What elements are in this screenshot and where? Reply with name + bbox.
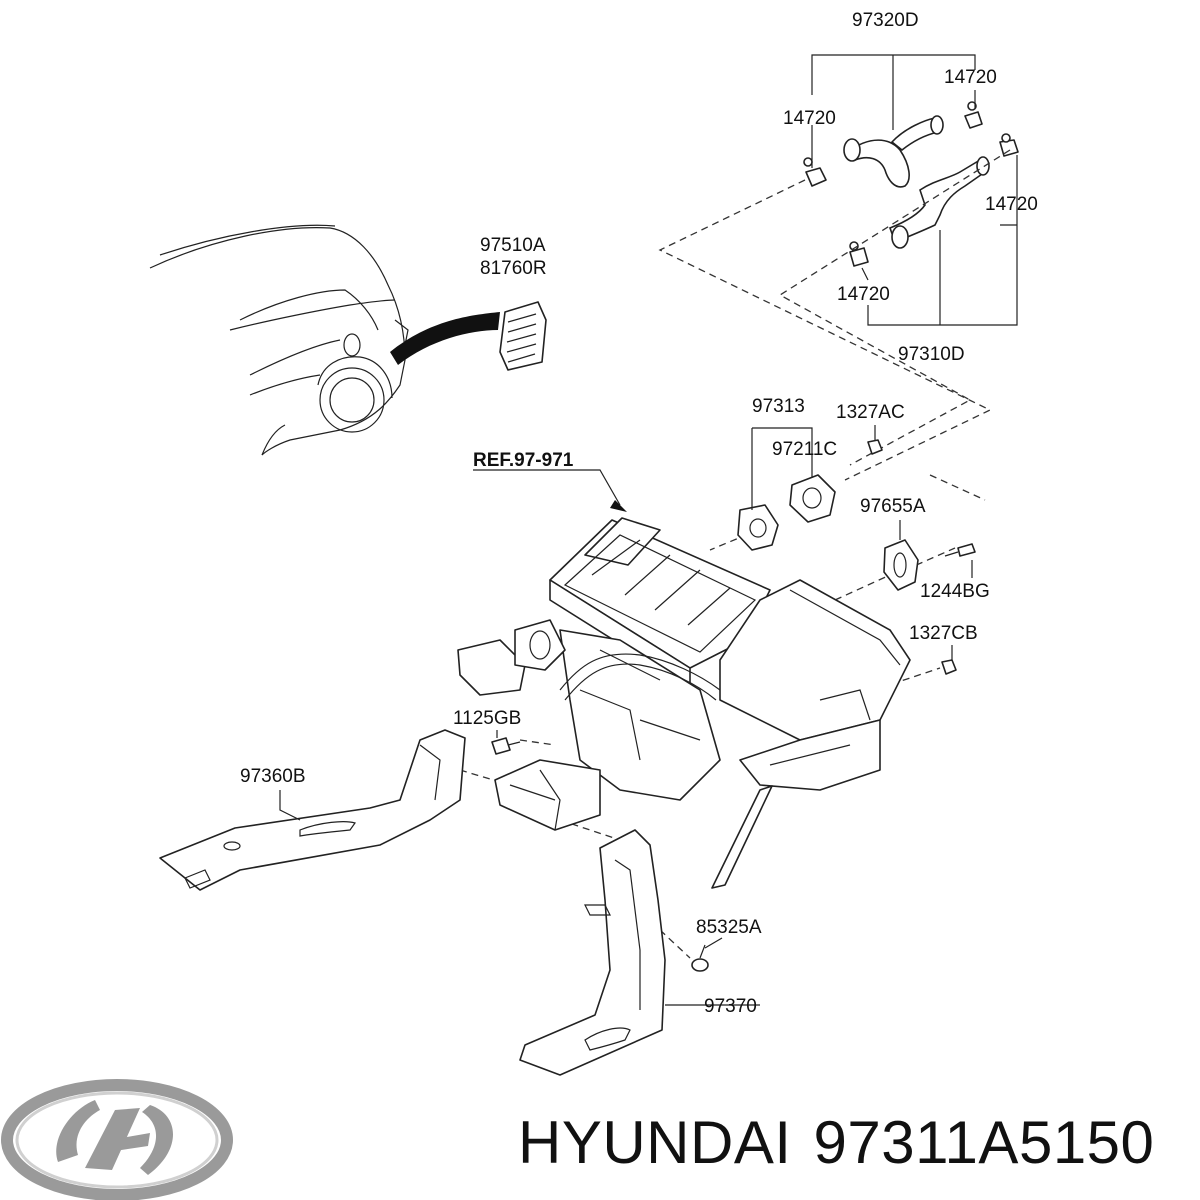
label-97211C: 97211C bbox=[772, 439, 837, 460]
footer-caption: HYUNDAI 97311A5150 bbox=[518, 1108, 1176, 1177]
label-97310D: 97310D bbox=[898, 344, 965, 365]
label-97313: 97313 bbox=[752, 396, 805, 417]
duct-97360B bbox=[159, 729, 466, 891]
label-1327CB: 1327CB bbox=[909, 623, 978, 644]
leader-97360B bbox=[279, 790, 301, 821]
car-outline bbox=[149, 224, 500, 456]
hyundai-logo-icon bbox=[1, 1079, 233, 1200]
label-14720-bottom: 14720 bbox=[837, 284, 890, 305]
leader-ref bbox=[473, 469, 621, 506]
leader-85325A bbox=[704, 937, 723, 949]
label-85325A: 85325A bbox=[696, 917, 762, 938]
gasket-97211C bbox=[789, 474, 836, 523]
part-number: 97311A5150 bbox=[813, 1109, 1155, 1176]
seal-97655A bbox=[883, 539, 919, 591]
arrow-head-icon bbox=[610, 500, 627, 512]
bolt-1125GB bbox=[491, 737, 521, 755]
label-14720-top-left: 14720 bbox=[783, 108, 836, 129]
pointer-arrow bbox=[390, 312, 500, 365]
hose-clamp-icons bbox=[803, 101, 1019, 267]
duct-97370 bbox=[519, 829, 666, 1076]
screw-1244BG bbox=[944, 543, 976, 557]
side-vent-grille bbox=[499, 301, 547, 371]
clip-85325A bbox=[691, 944, 709, 972]
label-97360B: 97360B bbox=[240, 766, 306, 787]
gasket-97313 bbox=[737, 504, 779, 551]
brand-name: HYUNDAI bbox=[518, 1109, 792, 1176]
label-1244BG: 1244BG bbox=[920, 581, 990, 602]
label-97655A: 97655A bbox=[860, 496, 926, 517]
nut-1327AC bbox=[867, 439, 883, 455]
label-1327AC: 1327AC bbox=[836, 402, 905, 423]
label-14720-top-right: 14720 bbox=[944, 67, 997, 88]
nut-1327CB bbox=[941, 659, 957, 675]
label-14720-right: 14720 bbox=[985, 194, 1038, 215]
hose-leaders bbox=[811, 54, 1018, 326]
label-1125GB: 1125GB bbox=[453, 708, 521, 729]
dashed-connections bbox=[459, 149, 1011, 959]
leader-97211C bbox=[752, 427, 813, 478]
heater-unit bbox=[457, 517, 911, 889]
hose-assembly bbox=[843, 115, 990, 249]
label-81760R: 81760R bbox=[480, 258, 547, 279]
label-97320D: 97320D bbox=[852, 10, 919, 31]
label-97370: 97370 bbox=[704, 996, 757, 1017]
label-ref: REF.97-971 bbox=[473, 450, 574, 471]
label-97510A: 97510A bbox=[480, 235, 546, 256]
